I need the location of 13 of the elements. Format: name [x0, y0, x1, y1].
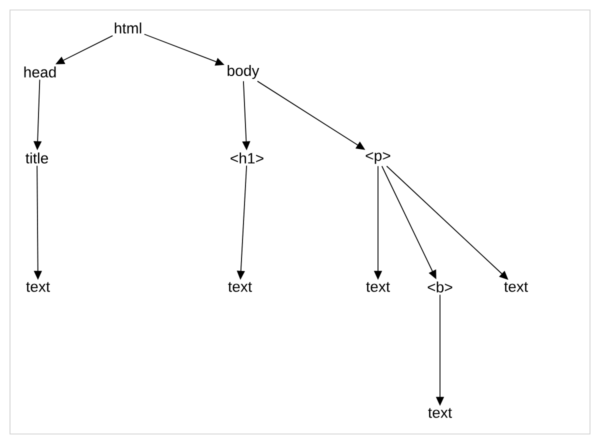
tree-node-label: body [228, 65, 260, 79]
tree-node-label: html [114, 22, 142, 34]
arrow [386, 166, 508, 280]
tree-node-label: <p> [366, 152, 390, 164]
tree-node-label: title [26, 152, 48, 164]
tree-node-label: text [366, 282, 390, 292]
tree-node-label: text [504, 282, 528, 292]
tree-node-label: <b> [428, 281, 452, 292]
tree-node-label: text [228, 282, 252, 292]
tree-node-label: <h1> [230, 152, 264, 164]
tree-node-label: text [428, 408, 452, 418]
tree-node-label: head [24, 66, 56, 78]
tree-node-label: text [26, 282, 50, 292]
